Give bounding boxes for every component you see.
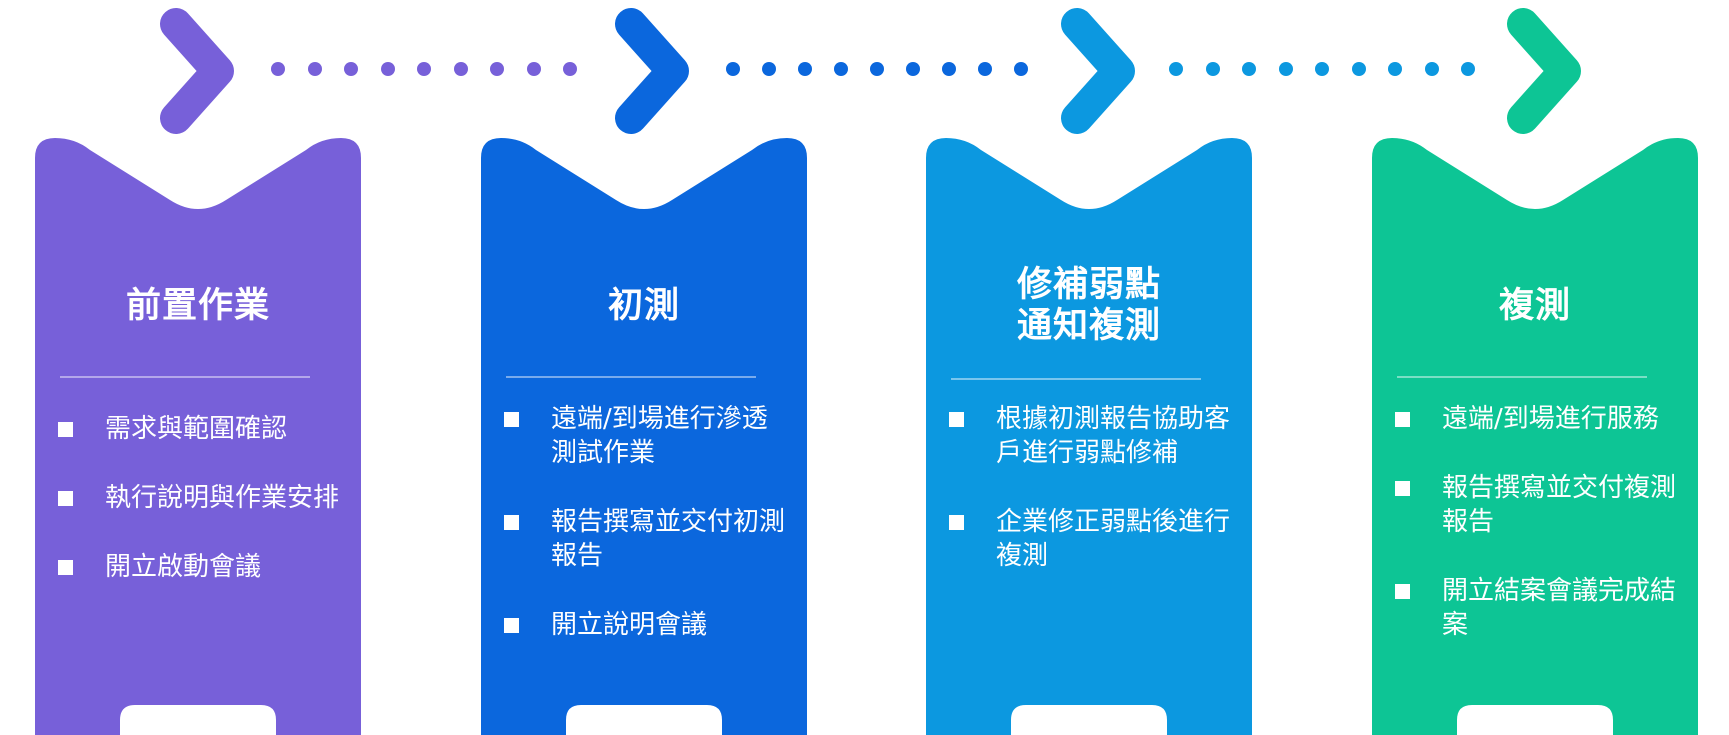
trail-dot: [563, 62, 577, 76]
stage-title: 前置作業: [125, 286, 270, 326]
square-bullet-icon: [504, 515, 519, 530]
square-bullet-icon: [504, 618, 519, 633]
list-item: 遠端/到場進行滲透測試作業: [503, 402, 793, 470]
list-item: 開立啟動會議: [57, 550, 347, 584]
list-item: 開立說明會議: [503, 608, 793, 642]
trail-dot: [1315, 62, 1329, 76]
square-bullet-icon: [504, 412, 519, 427]
trail-dot: [1351, 62, 1366, 76]
task-list: 遠端/到場進行服務 報告撰寫並交付複測報告 開立結案會議完成結案: [1394, 402, 1684, 677]
task-text: 報告撰寫並交付初測報告: [551, 507, 786, 571]
list-item: 需求與範圍確認: [57, 412, 347, 446]
chevron-stroke: [1061, 8, 1135, 134]
stage-card-2: 初測 遠端/到場進行滲透測試作業 報告撰寫並交付初測報告 開立說明會議: [481, 138, 807, 735]
trail-dot: [417, 62, 431, 76]
divider: [506, 376, 756, 378]
trail-dot: [453, 62, 468, 76]
list-item: 遠端/到場進行服務: [1394, 402, 1684, 436]
task-text: 開立結案會議完成結案: [1442, 576, 1677, 640]
chevron-stroke: [160, 8, 234, 134]
task-text: 遠端/到場進行服務: [1442, 404, 1659, 434]
dot-trail-1: [271, 62, 577, 78]
task-text: 根據初測報告協助客戶進行弱點修補: [996, 404, 1231, 468]
task-text: 執行說明與作業安排: [105, 483, 340, 513]
task-list: 遠端/到場進行滲透測試作業 報告撰寫並交付初測報告 開立說明會議: [503, 402, 793, 677]
trail-dot: [380, 62, 395, 76]
list-item: 根據初測報告協助客戶進行弱點修補: [948, 402, 1238, 470]
stage-card-3: 修補弱點 通知複測 根據初測報告協助客戶進行弱點修補 企業修正弱點後進行複測: [926, 138, 1252, 735]
square-bullet-icon: [58, 422, 73, 437]
list-item: 執行說明與作業安排: [57, 481, 347, 515]
trail-dot: [1388, 62, 1402, 76]
trail-dot: [978, 62, 992, 76]
stage-card-1: 前置作業 需求與範圍確認 執行說明與作業安排 開立啟動會議: [35, 138, 361, 735]
dot-trail-3: [1169, 62, 1475, 78]
list-item: 報告撰寫並交付複測報告: [1394, 471, 1684, 539]
trail-dot: [870, 62, 884, 76]
dot-trail-2: [726, 62, 1028, 78]
square-bullet-icon: [58, 560, 73, 575]
divider: [1397, 376, 1647, 378]
trail-dot: [834, 62, 848, 76]
trail-dot: [798, 62, 812, 76]
card-background: [1372, 138, 1698, 735]
divider: [951, 378, 1201, 380]
trail-dot: [271, 62, 285, 76]
task-text: 遠端/到場進行滲透測試作業: [551, 404, 768, 468]
divider: [60, 376, 310, 378]
square-bullet-icon: [949, 515, 964, 530]
list-item: 企業修正弱點後進行複測: [948, 505, 1238, 573]
stage-title: 複測: [1498, 286, 1571, 326]
card-background: [926, 138, 1252, 735]
trail-dot: [762, 62, 776, 76]
square-bullet-icon: [1395, 412, 1410, 427]
task-text: 需求與範圍確認: [105, 414, 288, 444]
trail-dot: [942, 62, 956, 76]
trail-dot: [1169, 62, 1183, 76]
chevron-right-icon: [1061, 8, 1135, 134]
list-item: 報告撰寫並交付初測報告: [503, 505, 793, 573]
task-text: 開立啟動會議: [105, 552, 262, 582]
trail-dot: [1424, 62, 1439, 76]
list-item: 開立結案會議完成結案: [1394, 574, 1684, 642]
trail-dot: [344, 62, 358, 76]
card-background: [481, 138, 807, 735]
task-text: 開立說明會議: [551, 610, 708, 640]
chevron-right-icon: [160, 8, 234, 134]
trail-dot: [526, 62, 541, 76]
trail-dot: [1278, 62, 1293, 76]
square-bullet-icon: [949, 412, 964, 427]
square-bullet-icon: [1395, 584, 1410, 599]
trail-dot: [1205, 62, 1220, 76]
chevron-stroke: [1507, 8, 1581, 134]
chevron-stroke: [615, 8, 689, 134]
square-bullet-icon: [58, 491, 73, 506]
stage-title: 修補弱點 通知複測: [1016, 265, 1161, 346]
trail-dot: [307, 62, 322, 76]
trail-dot: [906, 62, 920, 76]
trail-dot: [726, 62, 740, 76]
trail-dot: [1461, 62, 1475, 76]
stage-card-4: 複測 遠端/到場進行服務 報告撰寫並交付複測報告 開立結案會議完成結案: [1372, 138, 1698, 735]
task-text: 報告撰寫並交付複測報告: [1442, 473, 1677, 537]
chevron-right-icon: [615, 8, 689, 134]
task-list: 需求與範圍確認 執行說明與作業安排 開立啟動會議: [57, 412, 347, 619]
trail-dot: [1014, 62, 1028, 76]
card-background: [35, 138, 361, 735]
task-list: 根據初測報告協助客戶進行弱點修補 企業修正弱點後進行複測: [948, 402, 1238, 608]
stage-title: 初測: [607, 286, 680, 326]
trail-dot: [490, 62, 504, 76]
task-text: 企業修正弱點後進行複測: [996, 507, 1231, 571]
chevron-right-icon: [1507, 8, 1581, 134]
trail-dot: [1242, 62, 1256, 76]
square-bullet-icon: [1395, 481, 1410, 496]
